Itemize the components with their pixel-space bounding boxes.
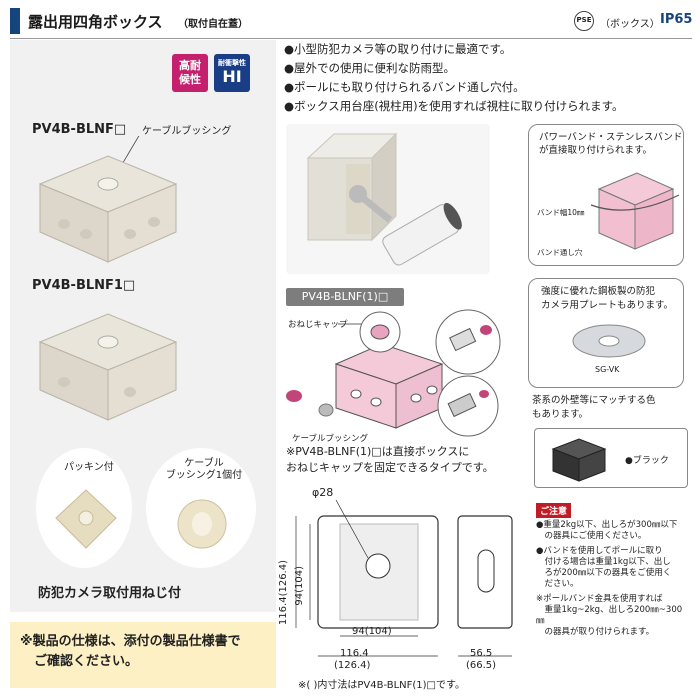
installation-photo xyxy=(286,124,490,274)
caution-line: の器具が取り付けられます。 xyxy=(536,627,655,637)
feature-item: ●小型防犯カメラ等の取り付けに最適です。 xyxy=(284,42,512,56)
inner-height-label: 94(104) xyxy=(294,566,305,606)
steel-plate-line1: 強度に優れた鋼板製の防犯 xyxy=(541,286,656,297)
pse-mark-icon: PSE xyxy=(574,11,594,31)
feature-item: ●ボックス用台座(視柱用)を使用すれば視柱に取り付けられます。 xyxy=(284,99,624,113)
box-image-1 xyxy=(38,136,178,263)
cable-label-line2: ブッシング1個付 xyxy=(165,470,243,481)
page-header: 露出用四角ボックス （取付自在蓋） PSE （ボックス） IP65 xyxy=(10,8,693,39)
direct-cap-note-line1: ※PV4B-BLNF(1)□は直接ボックスに xyxy=(286,445,470,458)
page-subtitle: （取付自在蓋） xyxy=(178,19,248,30)
outer-width-alt-label: (126.4) xyxy=(334,660,371,671)
dimension-footnote: ※( )内寸法はPV4B-BLNF(1)□です。 xyxy=(298,680,465,691)
color-variant-note: 茶系の外壁等にマッチする色 もあります。 xyxy=(532,394,692,422)
cable-bushing-illustration xyxy=(146,448,256,568)
cable-bushing-callout: ケーブルブッシング xyxy=(142,126,232,137)
band-mount-line1: パワーバンド・ステンレスバンド xyxy=(539,132,683,143)
weather-resistance-badge: 高耐 候性 xyxy=(172,54,208,92)
model-tag: PV4B-BLNF(1)□ xyxy=(286,288,404,306)
black-box-image xyxy=(551,438,607,482)
badge-line2: 候性 xyxy=(179,73,201,86)
packing-image xyxy=(55,489,117,549)
caution-line: 付ける場合は重量1kg以下、出し xyxy=(536,557,671,567)
spec-note-line2: ご確認ください。 xyxy=(34,654,139,669)
page-title: 露出用四角ボックス xyxy=(28,13,163,31)
header-divider xyxy=(10,38,692,39)
badge-small: 耐衝撃性 xyxy=(218,59,246,67)
black-color-label: ●ブラック xyxy=(625,456,669,466)
model-name-1: PV4B-BLNF□ xyxy=(32,122,127,137)
cap-assembly-diagram xyxy=(286,309,501,437)
cable-bushing-diagram-label: ケーブルブッシング xyxy=(292,434,368,444)
caution-line: ださい。 xyxy=(536,579,579,589)
caution-line: ●重量2kg以下、出しろが300㎜以下 xyxy=(536,520,678,530)
pse-note: （ボックス） xyxy=(600,19,660,30)
band-hole-label: バンド通し穴 xyxy=(537,248,583,257)
depth-alt-label: (66.5) xyxy=(466,660,497,671)
feature-item: ●屋外での使用に便利な防雨型。 xyxy=(284,61,456,75)
camera-on-box-image xyxy=(306,132,462,266)
steel-plate-line2: カメラ用プレートもあります。 xyxy=(541,300,674,311)
caution-list: ●重量2kg以下、出しろが300㎜以下 の器具にご使用ください。 ●バンドを使用… xyxy=(536,520,688,638)
caution-line: ろが200㎜以下の器具をご使用く xyxy=(536,568,672,578)
ip-rating: IP65 xyxy=(660,12,693,27)
feature-list: ●小型防犯カメラ等の取り付けに最適です。 ●屋外での使用に便利な防雨型。 ●ポー… xyxy=(284,40,684,116)
box-image-2 xyxy=(38,313,178,421)
caution-line: 重量1kg~2kg、出しろ200㎜~300㎜ xyxy=(536,605,683,626)
direct-cap-note: ※PV4B-BLNF(1)□は直接ボックスに おねじキャップを固定できるタイプで… xyxy=(286,444,516,476)
camera-screw-caption: 防犯カメラ取付用ねじ付 xyxy=(38,586,182,601)
caution-line: の器具にご使用ください。 xyxy=(536,531,647,541)
outer-width-label: 116.4 xyxy=(340,648,369,659)
inner-width-label: 94(104) xyxy=(352,626,392,637)
color-note-line1: 茶系の外壁等にマッチする色 xyxy=(532,395,656,406)
cable-bushing-label: ケーブル ブッシング1個付 xyxy=(164,458,244,482)
badge-large: HI xyxy=(222,67,242,86)
packing-illustration xyxy=(36,448,132,568)
band-mount-text: パワーバンド・ステンレスバンド が直接取り付けられます。 xyxy=(539,131,682,157)
diameter-label: φ28 xyxy=(312,486,334,499)
band-mount-box: パワーバンド・ステンレスバンド が直接取り付けられます。 バンド幅10㎜ バンド… xyxy=(528,124,684,266)
caution-line: ※ポールバンド金具を使用すれば xyxy=(536,594,663,604)
caution-line: ●バンドを使用してポールに取り xyxy=(536,546,663,556)
spec-note: ※製品の仕様は、添付の製品仕様書で ご確認ください。 xyxy=(10,622,276,688)
black-variant-box: ●ブラック xyxy=(534,428,688,488)
male-screw-cap-label: おねじキャップ xyxy=(288,320,348,330)
plate-model-label: SG-VK xyxy=(595,365,620,374)
band-mount-image xyxy=(590,172,680,250)
header-accent-bar xyxy=(10,8,20,34)
feature-item: ●ポールにも取り付けられるバンド通し穴付。 xyxy=(284,80,525,94)
packing-label: パッキン付 xyxy=(64,462,114,473)
bushing-image xyxy=(177,499,227,549)
steel-plate-image xyxy=(572,324,646,358)
depth-label: 56.5 xyxy=(470,648,493,659)
band-mount-line2: が直接取り付けられます。 xyxy=(539,145,653,156)
spec-note-line1: ※製品の仕様は、添付の製品仕様書で xyxy=(20,634,241,649)
steel-plate-box: 強度に優れた鋼板製の防犯 カメラ用プレートもあります。 SG-VK xyxy=(528,278,684,388)
badge-line1: 高耐 xyxy=(179,59,201,72)
model-name-2: PV4B-BLNF1□ xyxy=(32,278,136,293)
color-note-line2: もあります。 xyxy=(532,409,589,420)
direct-cap-note-line2: おねじキャップを固定できるタイプです。 xyxy=(286,461,494,474)
impact-resistance-badge: 耐衝撃性 HI xyxy=(214,54,250,92)
cable-label-line1: ケーブル xyxy=(184,458,224,469)
product-panel: 高耐 候性 耐衝撃性 HI PV4B-BLNF□ ケーブルブッシング PV4B-… xyxy=(10,40,276,612)
dimension-drawing xyxy=(295,500,513,657)
band-width-label: バンド幅10㎜ xyxy=(537,208,585,217)
caution-tag: ご注意 xyxy=(536,503,572,518)
outer-height-label: 116.4(126.4) xyxy=(278,560,289,626)
steel-plate-text: 強度に優れた鋼板製の防犯 カメラ用プレートもあります。 xyxy=(541,285,673,313)
